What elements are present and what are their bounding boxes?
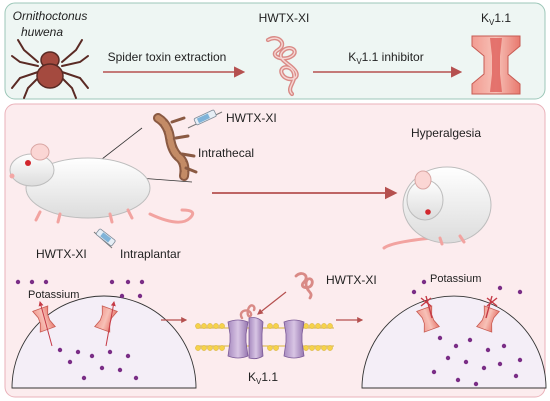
lipid-head <box>273 323 279 329</box>
peptide-binding-arrow <box>257 291 287 315</box>
lipid-head <box>207 345 213 351</box>
syringe-top-icon <box>187 109 223 129</box>
efflux-arrow-1 <box>38 301 53 347</box>
lipid-head <box>201 345 207 351</box>
lipid-head <box>309 345 315 351</box>
channel-label-bottom: KV1.1 <box>248 370 278 386</box>
lipid-head <box>273 345 279 351</box>
lipid-head <box>309 323 315 329</box>
membrane-lipid-heads <box>195 323 333 351</box>
intrathecal-label: Intrathecal <box>198 146 254 160</box>
lipid-head <box>327 345 333 351</box>
lipid-head <box>201 323 207 329</box>
lipid-head <box>267 323 273 329</box>
channel-label-top: KV1.1 <box>481 11 511 27</box>
kv11-channel-icon <box>471 35 521 95</box>
channels-right <box>416 305 500 333</box>
potassium-left-label: Potassium <box>28 289 79 301</box>
cell-left <box>11 295 197 389</box>
blocked-efflux-marks <box>420 295 498 319</box>
peptide-label-bottom: HWTX-XI <box>326 273 377 287</box>
kv11-channel-membrane <box>227 317 305 360</box>
intraplantar-label: Intraplantar <box>120 247 181 261</box>
lipid-head <box>321 323 327 329</box>
syringe-bottom-icon <box>93 228 116 249</box>
hyperalgesia-label: Hyperalgesia <box>411 126 481 140</box>
potassium-right-label: Potassium <box>430 273 481 285</box>
lipid-head <box>213 323 219 329</box>
lipid-head <box>303 323 309 329</box>
spine-icon <box>153 113 198 181</box>
efflux-arrow-2 <box>105 301 116 347</box>
lipid-head <box>321 345 327 351</box>
peptide-label-top: HWTX-XI <box>259 11 310 25</box>
lipid-head <box>213 345 219 351</box>
mouse-left-icon <box>9 143 195 224</box>
lipid-head <box>207 323 213 329</box>
lipid-head <box>267 345 273 351</box>
lipid-head <box>327 323 333 329</box>
lipid-head <box>195 345 201 351</box>
peptide-free-icon <box>294 272 314 300</box>
lipid-head <box>315 345 321 351</box>
injection-bottom-label: HWTX-XI <box>36 247 87 261</box>
lipid-head <box>195 323 201 329</box>
organism-name-line1: Ornithoctonus <box>13 9 88 23</box>
spider-icon <box>11 39 89 99</box>
injection-top-label: HWTX-XI <box>226 111 277 125</box>
lipid-head <box>219 323 225 329</box>
extraction-label: Spider toxin extraction <box>108 50 227 64</box>
lipid-head <box>315 323 321 329</box>
lipid-head <box>303 345 309 351</box>
mouse-right-icon <box>382 166 492 250</box>
inhibitor-label: KV1.1 inhibitor <box>348 50 423 66</box>
organism-name-line2: huwena <box>21 25 63 39</box>
lipid-head <box>219 345 225 351</box>
peptide-bound-icon <box>239 304 256 320</box>
